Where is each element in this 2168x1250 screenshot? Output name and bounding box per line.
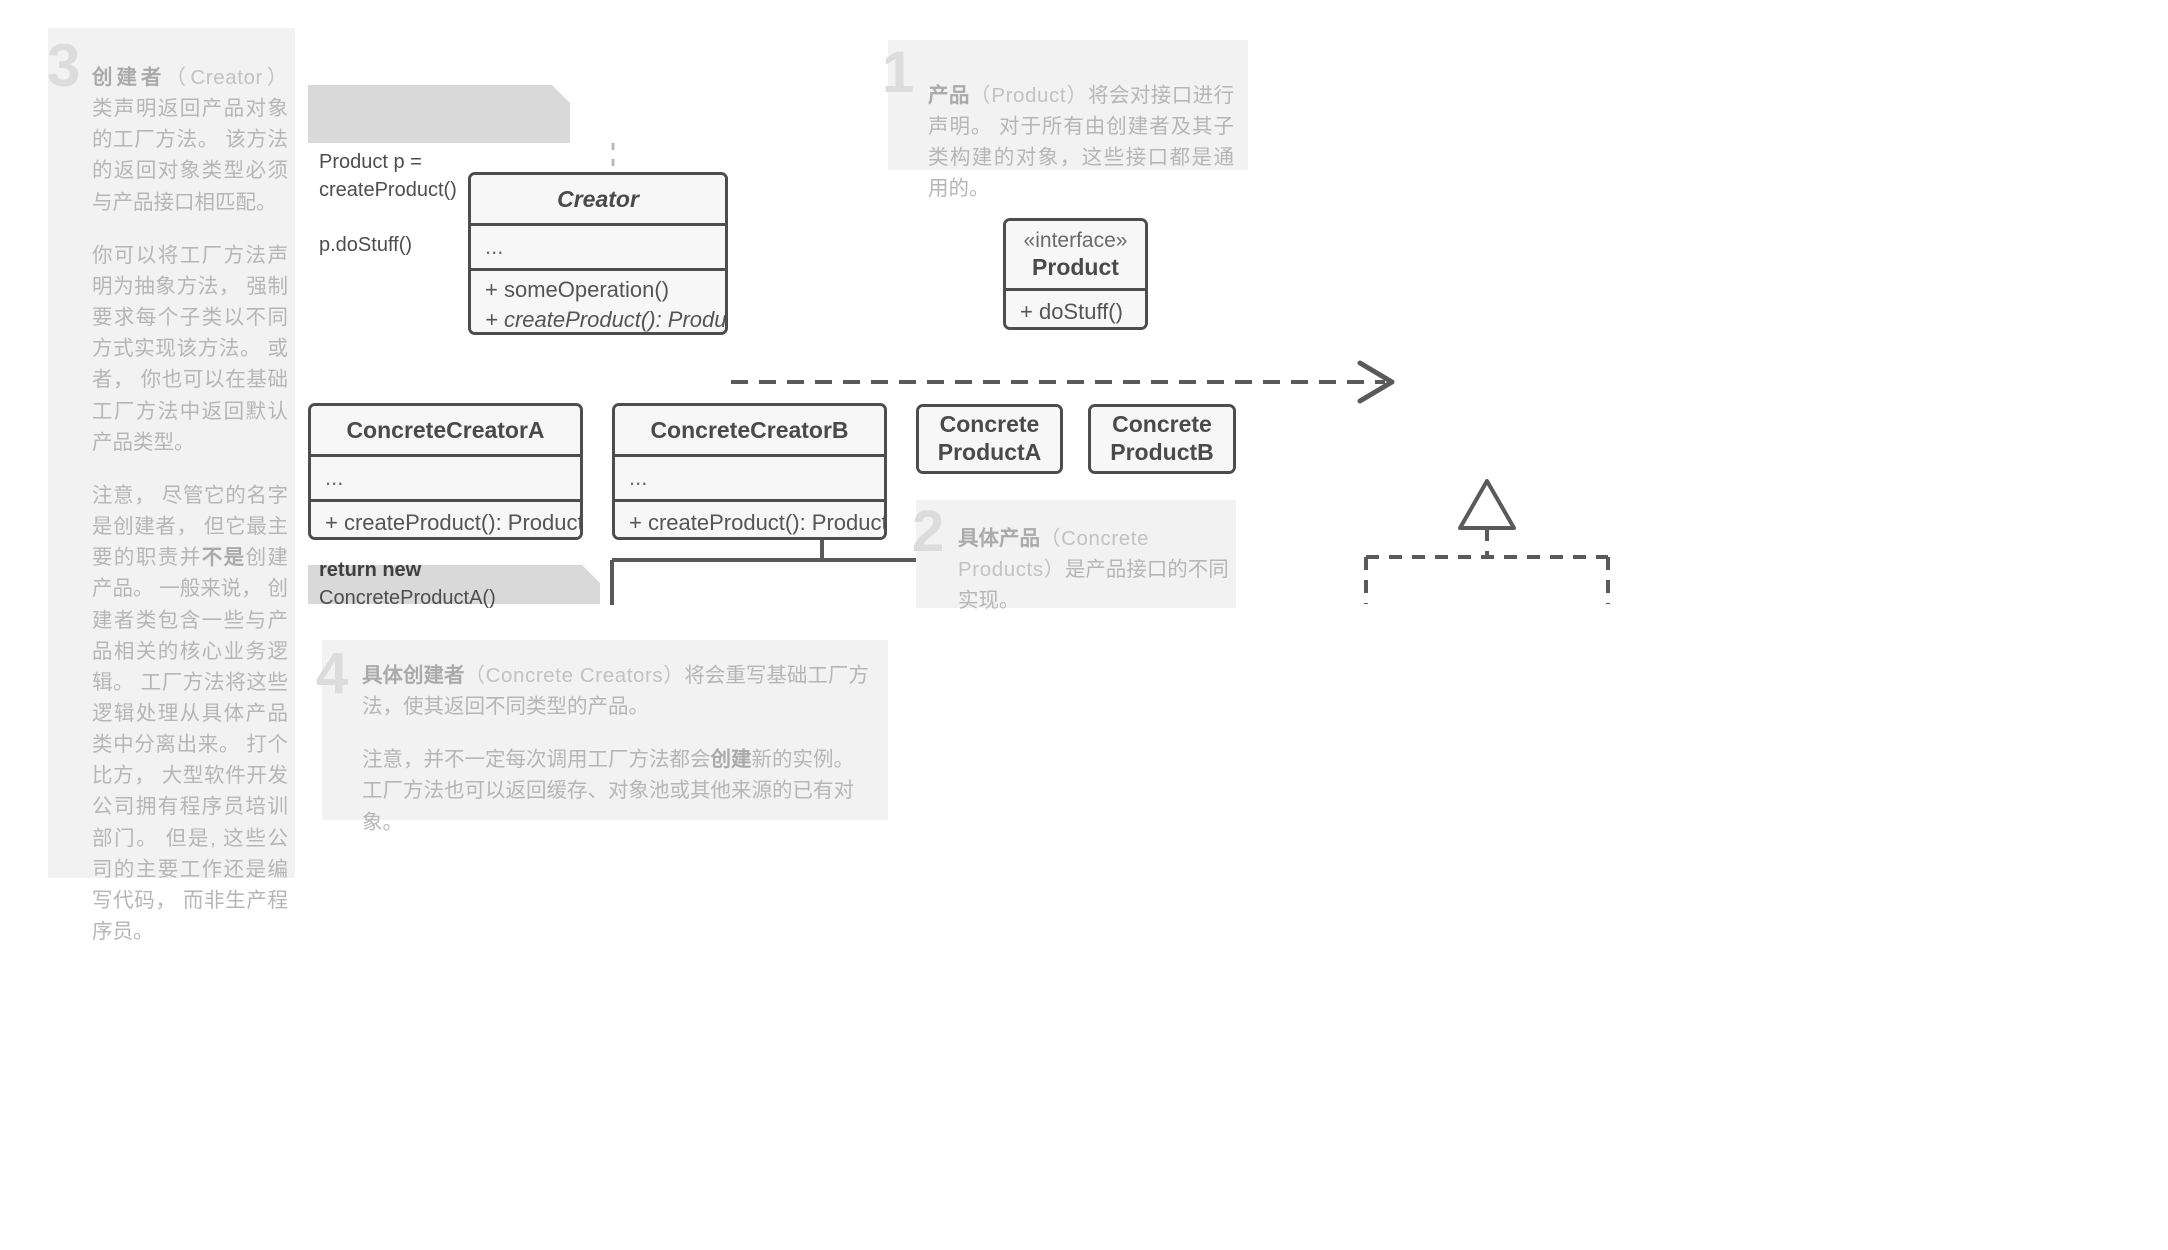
annotation-3-p3-bold: 不是 bbox=[201, 546, 246, 570]
class-operations-concrete-creator-a: + createProduct(): Product bbox=[311, 499, 583, 537]
annotation-1-number: 1 bbox=[882, 40, 915, 105]
annotation-4-p2-b: 新的实例。 工厂方法也可以返回缓存、对象池或其他来源的已有对象。 bbox=[362, 748, 854, 834]
annotation-3-p1-rest: 类声明返回产品对象的工厂方法。 该方法的返回对象类型必须与产品接口相匹配。 bbox=[92, 97, 288, 214]
class-operations-creator: + someOperation() + createProduct(): Pro… bbox=[471, 268, 728, 332]
product-usage-note-line-2: p.doStuff() bbox=[319, 233, 413, 256]
concrete-product-a-line-1: Concrete bbox=[939, 411, 1040, 438]
class-box-creator[interactable]: Creator ... + someOperation() + createPr… bbox=[468, 172, 728, 335]
annotation-panel-3 bbox=[48, 28, 295, 878]
annotation-panel-2 bbox=[916, 500, 1236, 608]
annotation-3-paragraph-3: 注意， 尽管它的名字是创建者， 但它最主要的职责并不是创建产品。 一般来说， 创… bbox=[92, 480, 288, 947]
annotation-1-body: 产品（Product）将会对接口进行声明。 对于所有由创建者及其子类构建的对象，… bbox=[928, 80, 1234, 205]
interface-name-product: Product bbox=[1032, 254, 1119, 281]
annotation-4-p2-a: 注意，并不一定每次调用工厂方法都会 bbox=[362, 748, 711, 772]
concrete-product-b-line-2: ProductB bbox=[1110, 439, 1214, 465]
annotation-3-p3-a: 注意， 尽管它的名字是创建者， 但它最主要的职责并 bbox=[92, 483, 288, 570]
annotation-4-p2-bold: 创建 bbox=[710, 748, 752, 772]
return-new-expression: ConcreteProductA() bbox=[319, 586, 496, 609]
return-new-note: return new ConcreteProductA() bbox=[308, 559, 600, 609]
return-new-keyword: return new bbox=[319, 558, 422, 581]
annotation-3-number: 3 bbox=[47, 32, 81, 99]
annotation-3-paragraph-2: 你可以将工厂方法声明为抽象方法， 强制要求每个子类以不同方式实现该方法。 或者，… bbox=[92, 243, 288, 454]
class-box-concrete-creator-b[interactable]: ConcreteCreatorB ... + createProduct(): … bbox=[612, 403, 887, 540]
annotation-2-body: 具体产品（Concrete Products）是产品接口的不同实现。 bbox=[958, 523, 1230, 616]
class-box-concrete-product-b[interactable]: Concrete ProductB bbox=[1088, 404, 1236, 474]
annotation-panel-4 bbox=[322, 640, 888, 820]
annotation-3-english: （Creator） bbox=[165, 66, 288, 89]
annotation-3-body: 创建者（Creator） 类声明返回产品对象的工厂方法。 该方法的返回对象类型必须… bbox=[92, 62, 288, 947]
annotation-1-rest: 将会对接口进行声明。 对于所有由创建者及其子类构建的对象，这些接口都是通用的。 bbox=[928, 84, 1234, 201]
annotation-1-term: 产品 bbox=[928, 84, 970, 107]
class-name-creator: Creator bbox=[471, 175, 725, 223]
operation-create-product-a: + createProduct(): Product bbox=[325, 509, 583, 535]
annotation-1-paragraph: 产品（Product）将会对接口进行声明。 对于所有由创建者及其子类构建的对象，… bbox=[928, 80, 1234, 205]
operation-create-product-b: + createProduct(): Product bbox=[629, 509, 887, 535]
annotation-4-p1-rest: 将会重写基础工厂方法，使其返回不同类型的产品。 bbox=[362, 664, 869, 719]
class-attributes-concrete-creator-b: ... bbox=[615, 454, 884, 499]
annotation-4-english: （Concrete Creators） bbox=[464, 664, 685, 687]
class-box-concrete-creator-a[interactable]: ConcreteCreatorA ... + createProduct(): … bbox=[308, 403, 583, 540]
annotation-2-term: 具体产品 bbox=[958, 527, 1040, 550]
annotation-3-term: 创建者 bbox=[92, 66, 166, 89]
class-name-concrete-product-a: Concrete ProductA bbox=[919, 407, 1060, 471]
class-name-concrete-creator-a: ConcreteCreatorA bbox=[311, 406, 580, 454]
annotation-3-paragraph-1: 创建者（Creator） 类声明返回产品对象的工厂方法。 该方法的返回对象类型必须… bbox=[92, 62, 288, 218]
realization-products bbox=[1364, 479, 1610, 604]
annotation-4-body: 具体创建者（Concrete Creators）将会重写基础工厂方法，使其返回不… bbox=[362, 660, 880, 838]
class-name-concrete-creator-b: ConcreteCreatorB bbox=[615, 406, 884, 454]
annotation-3-p3-b: 创建产品。 一般来说， 创建者类包含一些与产品相关的核心业务逻辑。 工厂方法将这… bbox=[92, 546, 288, 944]
class-attributes-creator: ... bbox=[471, 223, 725, 268]
class-name-product: «interface» Product bbox=[1006, 221, 1145, 288]
annotation-1-english: （Product） bbox=[969, 84, 1089, 107]
class-box-concrete-product-a[interactable]: Concrete ProductA bbox=[916, 404, 1063, 474]
operation-create-product: + createProduct(): Product bbox=[485, 306, 728, 332]
annotation-4-paragraph-2: 注意，并不一定每次调用工厂方法都会创建新的实例。 工厂方法也可以返回缓存、对象池… bbox=[362, 744, 880, 837]
class-name-concrete-product-b: Concrete ProductB bbox=[1091, 407, 1233, 471]
class-operations-product: + doStuff() bbox=[1006, 288, 1145, 327]
class-operations-concrete-creator-b: + createProduct(): Product bbox=[615, 499, 887, 537]
annotation-2-english: （Concrete Products） bbox=[958, 527, 1150, 582]
operation-do-stuff: + doStuff() bbox=[1020, 299, 1123, 325]
concrete-product-a-line-2: ProductA bbox=[937, 439, 1042, 465]
annotation-panel-1 bbox=[888, 40, 1248, 170]
annotation-2-paragraph: 具体产品（Concrete Products）是产品接口的不同实现。 bbox=[958, 523, 1230, 616]
note-fold-corner-icon bbox=[552, 85, 570, 103]
annotation-4-paragraph-1: 具体创建者（Concrete Creators）将会重写基础工厂方法，使其返回不… bbox=[362, 660, 880, 722]
operation-some-operation: + someOperation() bbox=[485, 276, 670, 302]
product-usage-note: Product p = createProduct() p.doStuff() bbox=[308, 85, 570, 256]
concrete-product-b-line-1: Concrete bbox=[1112, 411, 1212, 438]
class-attributes-concrete-creator-a: ... bbox=[311, 454, 580, 499]
annotation-2-number: 2 bbox=[912, 499, 945, 564]
annotation-2-rest: 是产品接口的不同实现。 bbox=[958, 558, 1229, 613]
annotation-4-term: 具体创建者 bbox=[362, 664, 465, 687]
dependency-creator-product bbox=[731, 360, 1395, 404]
product-usage-note-line-1: Product p = createProduct() bbox=[319, 151, 457, 201]
stereotype-interface: «interface» bbox=[1023, 228, 1128, 252]
note-fold-corner-icon bbox=[582, 565, 600, 583]
annotation-4-number: 4 bbox=[316, 641, 349, 706]
class-box-product[interactable]: «interface» Product + doStuff() bbox=[1003, 218, 1148, 330]
